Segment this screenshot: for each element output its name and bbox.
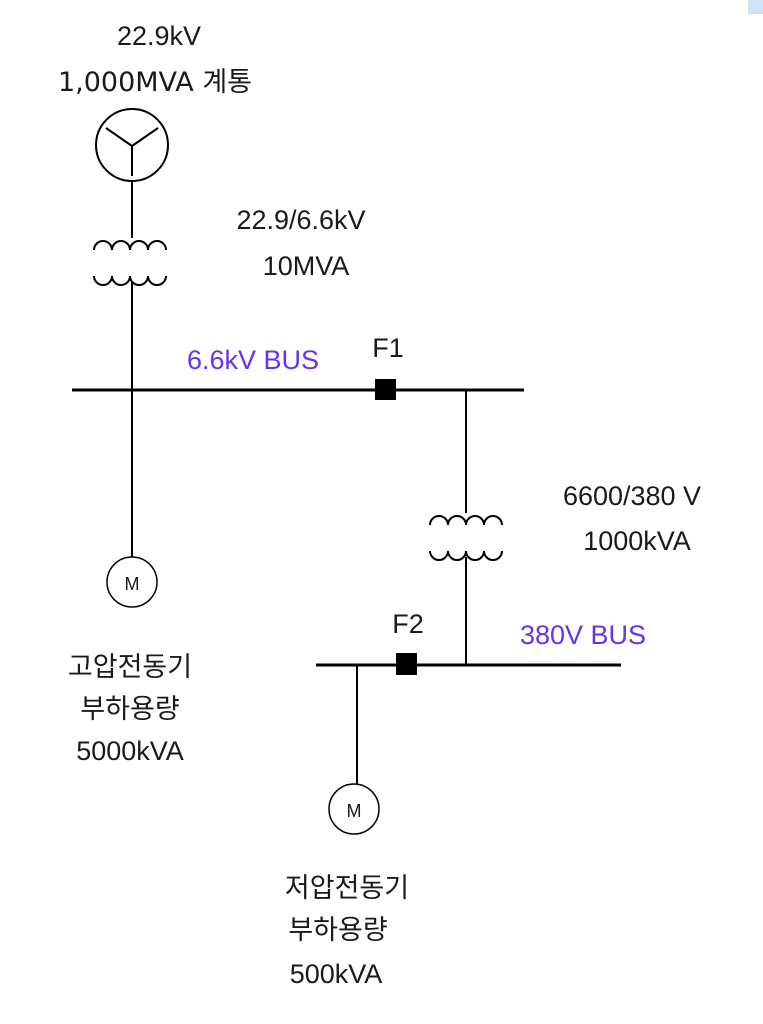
hv-motor-capacity-label: 5000kVA	[76, 736, 184, 766]
f2-fault-marker	[396, 653, 417, 675]
hv-motor-icon: M	[106, 556, 158, 608]
lv-transformer-rating-label: 1000kVA	[583, 526, 691, 556]
f1-label: F1	[372, 333, 404, 363]
lv-bus-label: 380V BUS	[520, 620, 646, 650]
source-wye-icon	[95, 108, 169, 182]
lv-motor-line2-label: 부하용량	[288, 915, 387, 946]
main-transformer-rating-label: 10MVA	[263, 251, 350, 281]
lv-motor-capacity-label: 500kVA	[290, 959, 383, 989]
main-transformer-ratio-label: 22.9/6.6kV	[236, 205, 365, 235]
main-transformer-icon	[93, 240, 167, 286]
source-capacity-label: 1,000MVA 계통	[58, 67, 252, 98]
source-voltage-label: 22.9kV	[117, 21, 201, 51]
lv-motor-line1-label: 저압전동기	[285, 873, 409, 904]
lv-transformer-icon	[429, 515, 503, 561]
lv-transformer-ratio-label: 6600/380 V	[563, 481, 701, 511]
hv-motor-line1-label: 고압전동기	[68, 652, 192, 683]
f1-fault-marker	[375, 379, 396, 400]
hv-motor-line2-label: 부하용량	[80, 694, 179, 725]
corner-tab	[748, 0, 763, 14]
f2-label: F2	[392, 609, 424, 639]
lv-motor-icon: M	[328, 783, 380, 835]
svg-text:M: M	[125, 574, 140, 594]
svg-text:M: M	[347, 801, 362, 821]
hv-bus-label: 6.6kV BUS	[187, 345, 319, 375]
